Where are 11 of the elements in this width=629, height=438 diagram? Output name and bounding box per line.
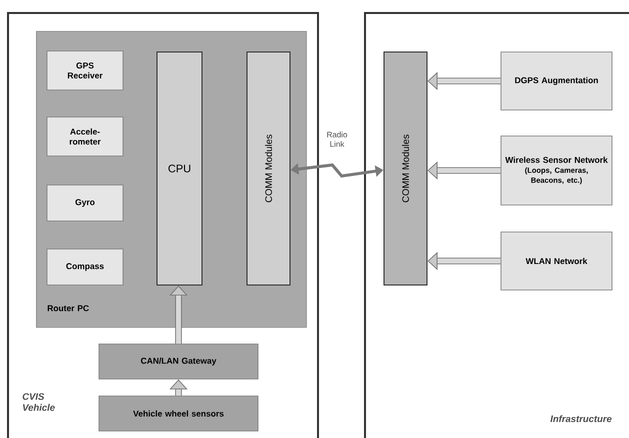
module-box: COMM Modules (384, 52, 428, 286)
component-box: Compass (46, 248, 124, 286)
sensor-box: Vehicle wheel sensors (98, 396, 258, 432)
component-box: Gyro (46, 184, 124, 222)
module-box: COMM Modules (246, 52, 290, 286)
component-box: Accele- rometer (46, 116, 124, 156)
cpu-box: CPU (156, 52, 202, 286)
source-box: WLAN Network (500, 232, 612, 290)
component-box: GPS Receiver (46, 50, 124, 90)
source-box: DGPS Augmentation (500, 52, 612, 110)
gateway-box: CAN/LAN Gateway (98, 344, 258, 380)
